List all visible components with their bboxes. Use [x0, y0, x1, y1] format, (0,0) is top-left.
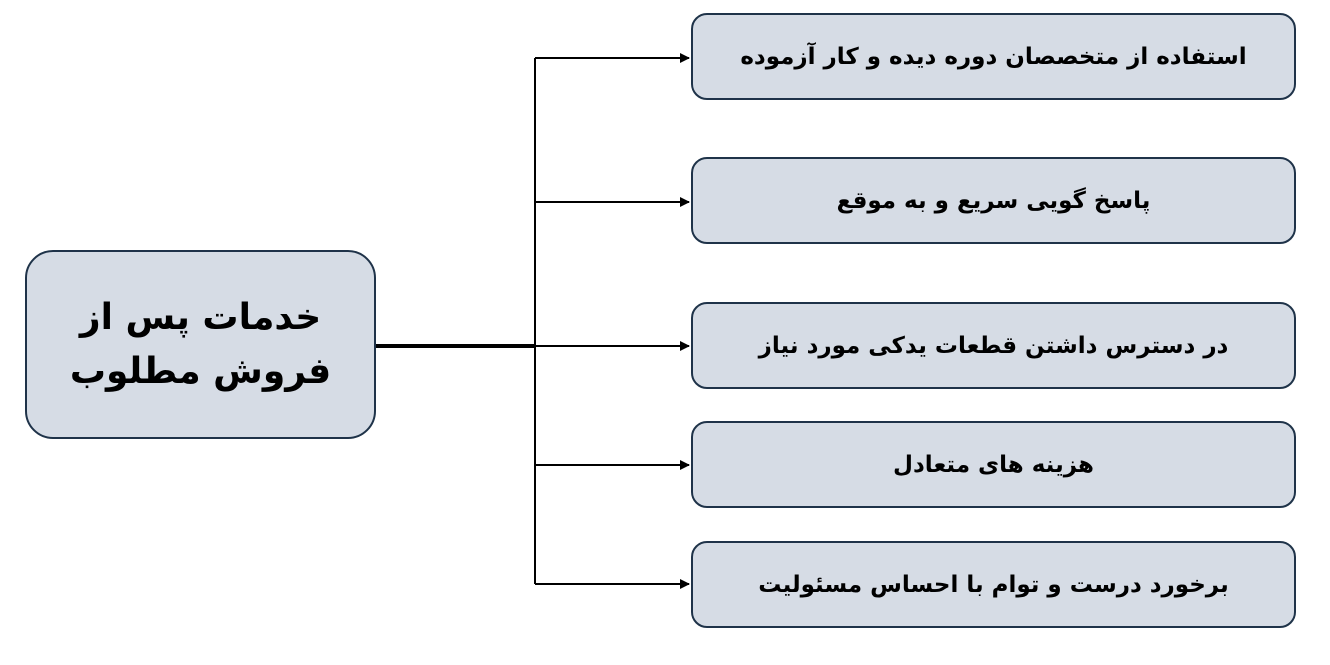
- leaf-node-fast-response: پاسخ گویی سریع و به موقع: [691, 157, 1296, 244]
- leaf-node-label: در دسترس داشتن قطعات یدکی مورد نیاز: [758, 332, 1229, 359]
- leaf-node-responsible-conduct: برخورد درست و توام با احساس مسئولیت: [691, 541, 1296, 628]
- root-node-line-2: فروش مطلوب: [69, 350, 332, 392]
- leaf-node-label: برخورد درست و توام با احساس مسئولیت: [758, 571, 1229, 598]
- leaf-node-label: هزینه های متعادل: [893, 451, 1094, 478]
- leaf-node-spare-parts: در دسترس داشتن قطعات یدکی مورد نیاز: [691, 302, 1296, 389]
- root-node: خدمات پس از فروش مطلوب: [25, 250, 376, 439]
- leaf-node-label: پاسخ گویی سریع و به موقع: [836, 187, 1151, 214]
- leaf-node-label: استفاده از متخصصان دوره دیده و کار آزمود…: [740, 43, 1247, 70]
- root-node-line-1: خدمات پس از: [79, 296, 322, 338]
- root-node-label: خدمات پس از فروش مطلوب: [70, 291, 331, 399]
- leaf-node-trained-specialists: استفاده از متخصصان دوره دیده و کار آزمود…: [691, 13, 1296, 100]
- leaf-node-moderate-costs: هزینه های متعادل: [691, 421, 1296, 508]
